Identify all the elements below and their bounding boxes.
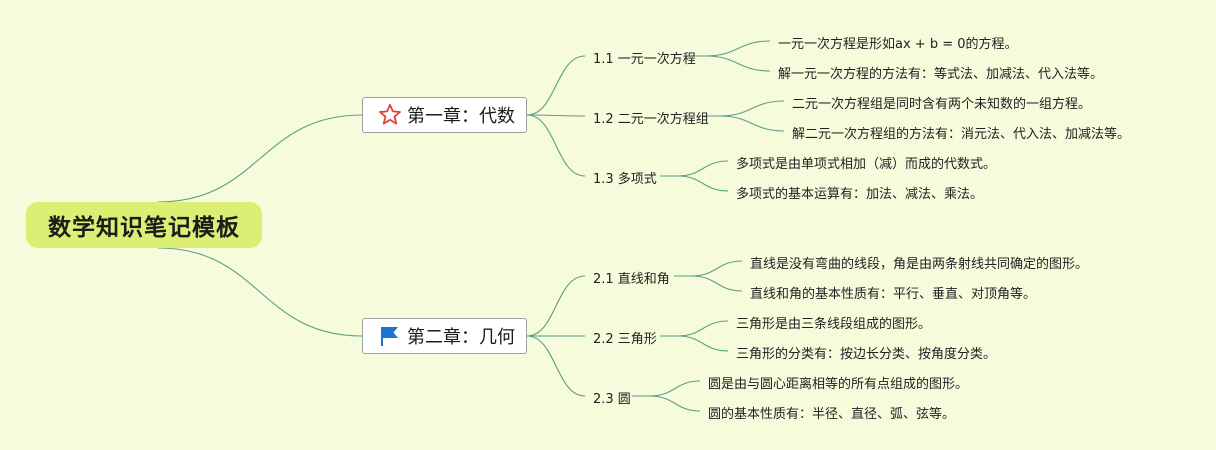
chapter-geometry[interactable]: 第二章：几何 — [362, 318, 527, 354]
connector-line — [719, 115, 785, 132]
connector-line — [691, 260, 743, 277]
section-1-3[interactable]: 1.3 多项式 — [593, 172, 657, 187]
note-item[interactable]: 多项式的基本运算有：加法、减法、乘法。 — [736, 187, 984, 202]
connector-line — [719, 100, 785, 117]
note-item[interactable]: 直线和角的基本性质有：平行、垂直、对顶角等。 — [750, 287, 1037, 302]
chapter-algebra[interactable]: 第一章：代数 — [362, 97, 527, 133]
note-item[interactable]: 三角形的分类有：按边长分类、按角度分类。 — [736, 347, 997, 362]
connector-line — [677, 335, 729, 352]
note-item[interactable]: 一元一次方程是形如ax + b = 0的方程。 — [778, 37, 1018, 52]
note-item[interactable]: 二元一次方程组是同时含有两个未知数的一组方程。 — [792, 97, 1092, 112]
chapter-title: 第二章：几何 — [407, 327, 515, 348]
connector-line — [526, 275, 586, 337]
connector-line — [677, 320, 729, 337]
section-2-3[interactable]: 2.3 圆 — [593, 392, 631, 407]
connector-line — [526, 335, 586, 397]
note-item[interactable]: 多项式是由单项式相加（减）而成的代数式。 — [736, 157, 997, 172]
connector-line — [705, 55, 771, 72]
connector-line — [649, 395, 701, 412]
connector-line — [157, 114, 363, 203]
root-topic[interactable]: 数学知识笔记模板 — [26, 202, 262, 248]
connector-line — [677, 175, 729, 192]
note-item[interactable]: 圆是由与圆心距离相等的所有点组成的图形。 — [708, 377, 969, 392]
flag-icon — [377, 323, 403, 349]
section-1-1[interactable]: 1.1 一元一次方程 — [593, 52, 696, 67]
connector-line — [705, 40, 771, 57]
section-2-2[interactable]: 2.2 三角形 — [593, 332, 657, 347]
connector-line — [677, 160, 729, 177]
section-2-1[interactable]: 2.1 直线和角 — [593, 272, 670, 287]
section-1-2[interactable]: 1.2 二元一次方程组 — [593, 112, 709, 127]
note-item[interactable]: 三角形是由三条线段组成的图形。 — [736, 317, 932, 332]
connector-line — [526, 114, 586, 177]
note-item[interactable]: 直线是没有弯曲的线段，角是由两条射线共同确定的图形。 — [750, 257, 1089, 272]
chapter-title: 第一章：代数 — [407, 106, 515, 127]
connector-line — [691, 275, 743, 292]
note-item[interactable]: 解一元一次方程的方法有：等式法、加减法、代入法等。 — [778, 67, 1104, 82]
connector-line — [157, 247, 363, 337]
note-item[interactable]: 解二元一次方程组的方法有：消元法、代入法、加减法等。 — [792, 127, 1131, 142]
note-item[interactable]: 圆的基本性质有：半径、直径、弧、弦等。 — [708, 407, 956, 422]
connector-line — [526, 55, 586, 116]
star-icon — [377, 102, 403, 128]
root-title: 数学知识笔记模板 — [48, 215, 240, 241]
connector-line — [526, 114, 586, 117]
connector-line — [649, 380, 701, 397]
